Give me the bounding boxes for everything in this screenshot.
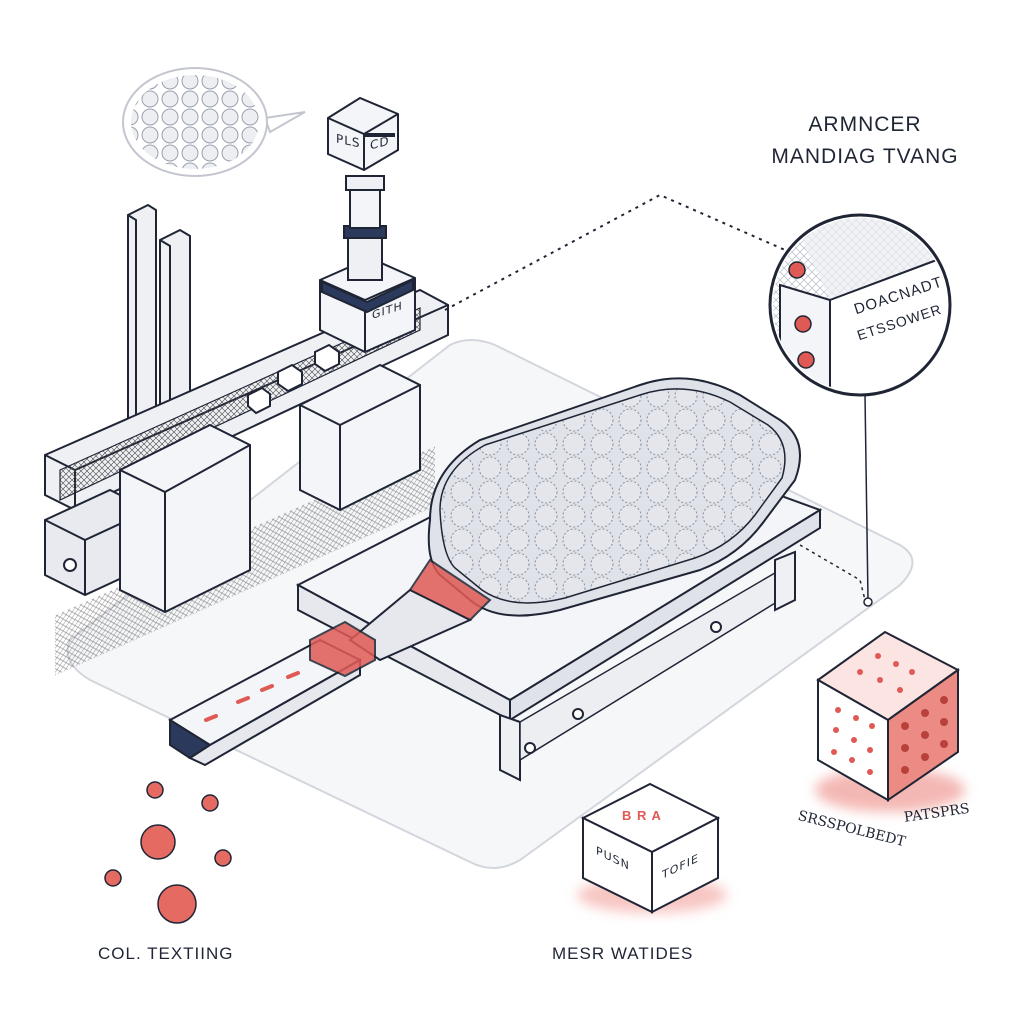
press-column — [319, 96, 416, 354]
callout-title-line1: ARMNCER — [808, 113, 922, 136]
conveyor-machine — [44, 288, 449, 676]
small-cube-top-text: B R A — [622, 808, 662, 823]
callout-title-line2: MANDIAG TVANG — [771, 145, 959, 168]
label-col-testing: COL. TEXTIING — [98, 944, 234, 963]
large-dotted-cube — [815, 630, 965, 812]
callout-connector — [444, 193, 873, 607]
mesh-bubble — [122, 67, 306, 177]
paddle — [168, 377, 801, 767]
small-lettered-cube — [577, 782, 727, 914]
red-balls — [104, 781, 232, 924]
label-mesr-watides: MESR WATIDES — [552, 944, 694, 963]
